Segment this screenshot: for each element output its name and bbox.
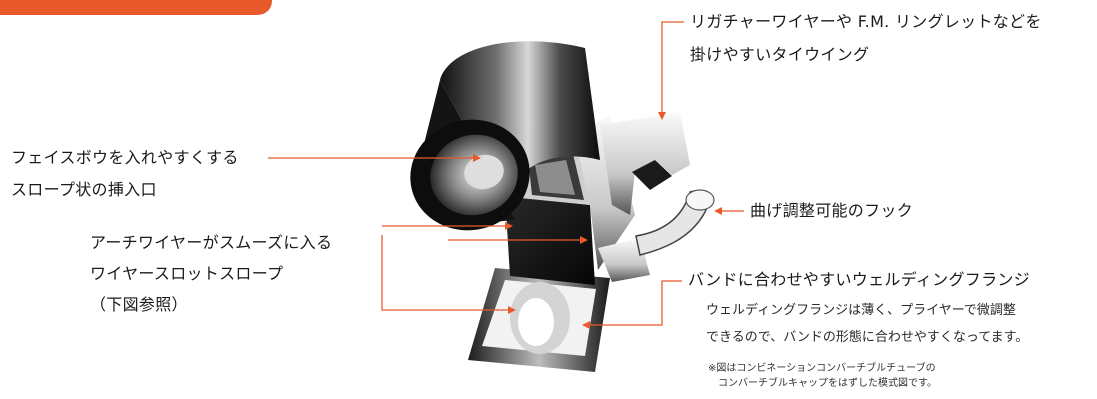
- buccal-tube: [410, 41, 600, 231]
- arch-label-line2: ワイヤースロットスロープ: [90, 264, 284, 283]
- tie-wing-label-line1: リガチャーワイヤーや F.M. リングレットなどを: [690, 12, 1042, 31]
- header-tab: [0, 0, 272, 15]
- tie-wing-leader: [661, 21, 684, 112]
- flange-leader: [590, 280, 682, 326]
- leader-arrowheads: [473, 112, 722, 329]
- flange-desc-line2: できるので、バンドの形態に合わせやすくなってます。: [706, 330, 1029, 345]
- leader-lines: [268, 21, 744, 326]
- arch-label-line3: （下図参照）: [90, 295, 188, 314]
- flange-desc-line1: ウェルディングフランジは薄く、プライヤーで微調整: [706, 303, 1016, 318]
- arch-label-line1: アーチワイヤーがスムーズに入る: [90, 233, 333, 252]
- footnote-line2: コンバーチブルキャップをはずした模式図です。: [708, 378, 937, 389]
- arch-leader: [381, 225, 580, 311]
- footnote-line1: ※図はコンビネーションコンバーチブルチューブの: [708, 363, 936, 374]
- slope-label-line1: フェイスボウを入れやすくする: [11, 148, 239, 167]
- flange-label-title: バンドに合わせやすいウェルディングフランジ: [688, 270, 1030, 289]
- slope-label-line2: スロープ状の挿入口: [11, 180, 157, 199]
- hook: [635, 189, 715, 256]
- tie-wing-label-line2: 掛けやすいタイウイング: [690, 45, 870, 64]
- hook-label: 曲げ調整可能のフック: [750, 201, 914, 220]
- tie-wing: [598, 112, 690, 282]
- welding-flange: [468, 268, 610, 372]
